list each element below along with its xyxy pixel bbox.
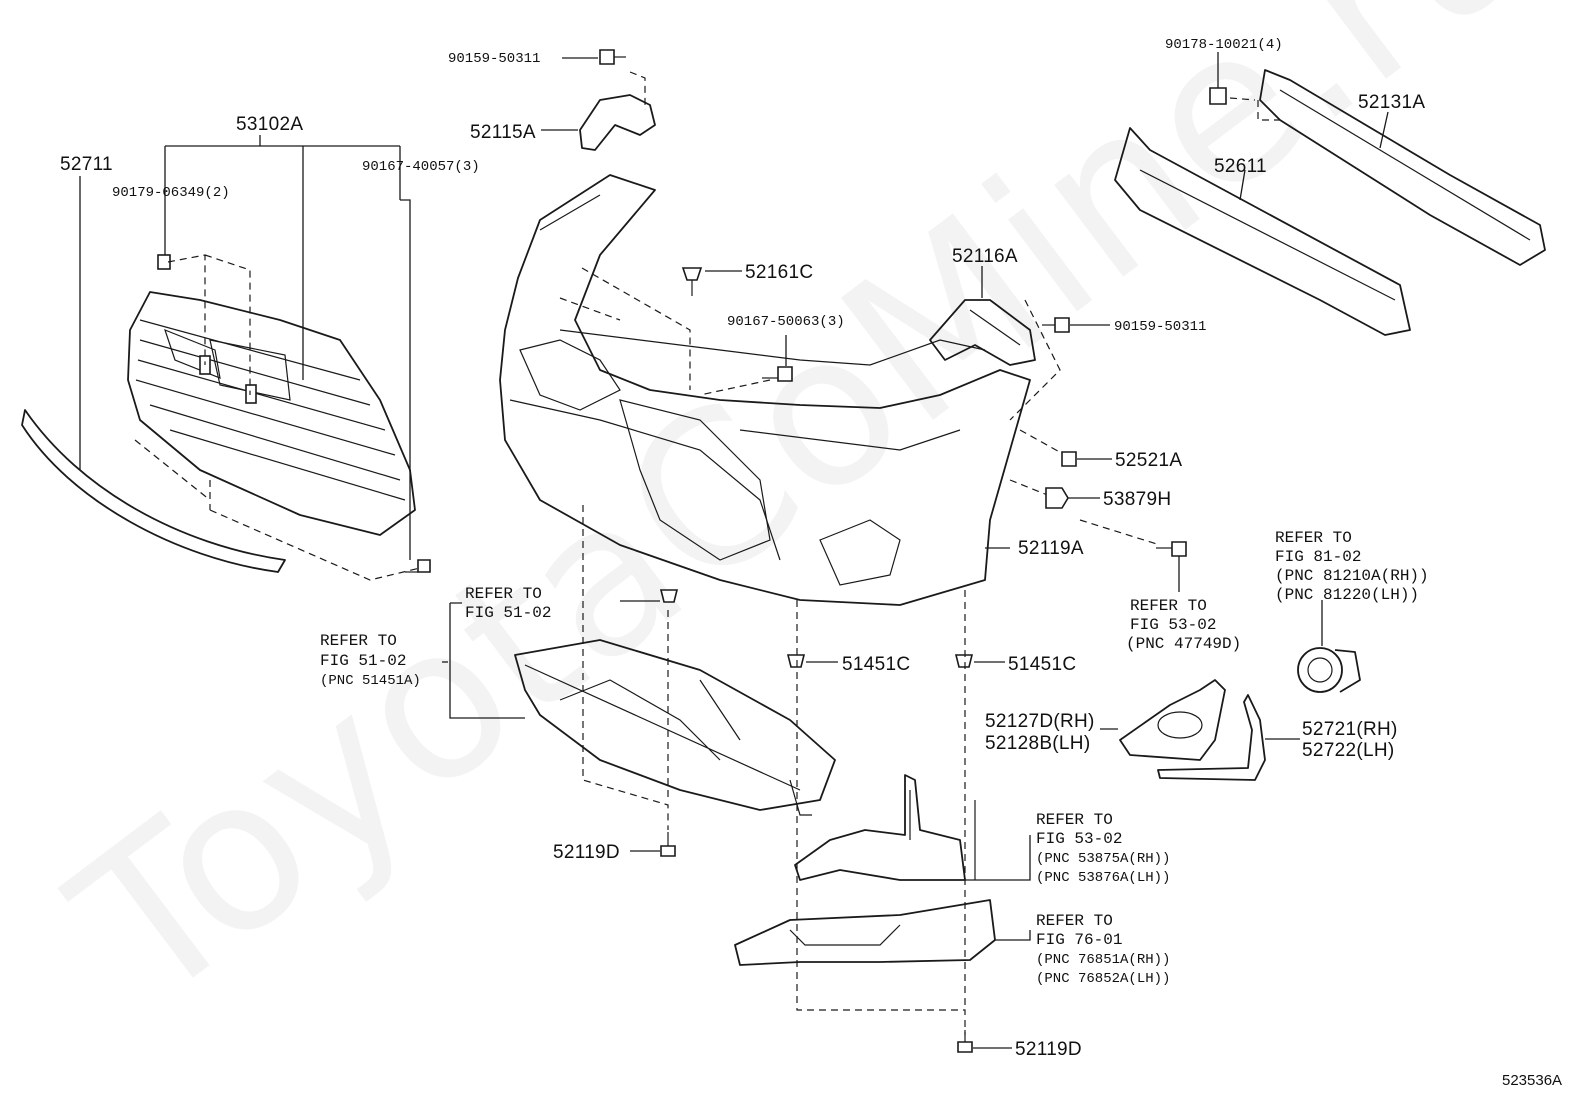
label-52128B: 52128B(LH) — [985, 733, 1090, 754]
ref-fig51-02-a-line1: REFER TO — [465, 585, 542, 603]
label-52127D: 52127D(RH) — [985, 711, 1095, 732]
ref-fig81-02-line1: REFER TO — [1275, 529, 1352, 547]
ref-fig76-01-line4: (PNC 76852A(LH)) — [1036, 971, 1170, 987]
clip-51451C-left — [786, 654, 838, 668]
reinforcement-52131A — [1209, 52, 1546, 266]
label-52116A: 52116A — [952, 246, 1018, 267]
ref-fig76-01-line1: REFER TO — [1036, 912, 1113, 930]
watermark: ToyotaCoMine.ru — [32, 0, 1576, 1051]
ref-fig53-02-b-line4: (PNC 53876A(LH)) — [1036, 870, 1170, 886]
grille-assembly — [21, 135, 431, 581]
screw-90167-50063 — [762, 335, 793, 382]
fog-cover — [1100, 679, 1226, 761]
label-53879H: 53879H — [1103, 489, 1171, 510]
label-52722: 52722(LH) — [1302, 740, 1394, 761]
watermark-text: ToyotaCoMine.ru — [32, 0, 1576, 1051]
label-90167-40057: 90167-40057(3) — [362, 159, 480, 175]
ref-fig51-02-b-line1: REFER TO — [320, 632, 397, 650]
bracket-52116A — [929, 266, 1110, 366]
label-52115A: 52115A — [470, 122, 536, 143]
label-90178-10021: 90178-10021(4) — [1165, 37, 1283, 53]
label-52521A: 52521A — [1115, 450, 1182, 471]
nut-53879H — [1045, 487, 1100, 509]
ref-fig53-02-b-line2: FIG 53-02 — [1036, 830, 1122, 848]
install-line-lower — [796, 600, 966, 1035]
ref-fig53-02-a-line1: REFER TO — [1130, 597, 1207, 615]
label-52721: 52721(RH) — [1302, 719, 1398, 740]
figure-number: 523536A — [1502, 1072, 1562, 1089]
ref-fig81-02-line4: (PNC 81220(LH)) — [1275, 586, 1419, 604]
label-90167-50063: 90167-50063(3) — [727, 314, 845, 330]
ref-fig51-02-b-line3: (PNC 51451A) — [320, 673, 421, 689]
label-90159-50311-right: 90159-50311 — [1114, 319, 1206, 335]
ref-fig76-01-line2: FIG 76-01 — [1036, 931, 1122, 949]
ref-fig51-02-b-line2: FIG 51-02 — [320, 652, 406, 670]
ref-fig53-02-b-line1: REFER TO — [1036, 811, 1113, 829]
bracket-52115A — [541, 49, 656, 151]
clip-52521A — [1061, 451, 1112, 467]
label-52119A: 52119A — [1018, 538, 1084, 559]
ref-fig51-02-a-line2: FIG 51-02 — [465, 604, 551, 622]
ref-fig53-02-a-line3: (PNC 47749D) — [1126, 635, 1241, 653]
ref-fig81-02-line2: FIG 81-02 — [1275, 548, 1361, 566]
screw-47749D — [1156, 541, 1187, 592]
label-51451C-right: 51451C — [1008, 654, 1076, 675]
label-53102A: 53102A — [236, 114, 303, 135]
bumper-cover-52119A — [499, 174, 1161, 606]
label-52131A: 52131A — [1358, 92, 1425, 113]
clip-52161C — [681, 267, 742, 296]
ref-fig81-02-line3: (PNC 81210A(RH)) — [1275, 567, 1429, 585]
absorber-52611 — [1114, 127, 1411, 336]
ref-fig53-02-a-line2: FIG 53-02 — [1130, 616, 1216, 634]
label-51451C-left: 51451C — [842, 654, 910, 675]
ref-fig76-01-line3: (PNC 76851A(RH)) — [1036, 952, 1170, 968]
label-90179-06349: 90179-06349(2) — [112, 185, 230, 201]
clip-51451C-right — [954, 654, 1005, 668]
label-52119D-left: 52119D — [553, 842, 620, 863]
fog-lamp — [1297, 600, 1361, 693]
splash-shield — [794, 774, 1031, 881]
undercover — [442, 505, 836, 857]
label-52119D-right: 52119D — [1015, 1039, 1082, 1060]
bolt-52119D-right — [957, 1030, 1012, 1053]
label-52611: 52611 — [1214, 156, 1267, 177]
ref-fig53-02-b-line3: (PNC 53875A(RH)) — [1036, 851, 1170, 867]
label-52711: 52711 — [60, 154, 113, 175]
fog-molding — [1157, 694, 1300, 781]
lower-spoiler — [734, 899, 1031, 966]
label-90159-50311-top: 90159-50311 — [448, 51, 540, 67]
label-52161C: 52161C — [745, 262, 813, 283]
